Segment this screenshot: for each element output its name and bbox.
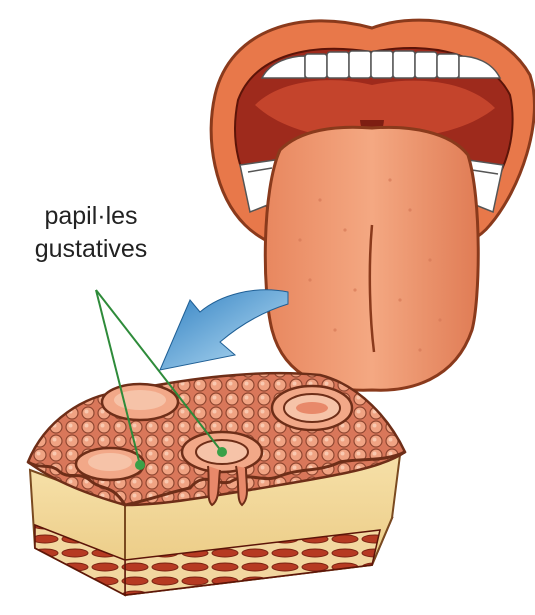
pointer-dot-1 [135, 460, 145, 470]
raised-papilla-4 [76, 448, 144, 480]
raised-papilla-1 [102, 384, 178, 420]
pointer-dot-2 [217, 447, 227, 457]
tongue-tissue-section [28, 373, 405, 595]
label-papilles-line2: gustatives [6, 234, 176, 264]
curved-arrow-icon [160, 290, 288, 370]
mouth-illustration [211, 20, 534, 390]
raised-papilla-2 [272, 386, 352, 430]
tongue [265, 127, 478, 390]
label-papilles-line1: papil·les [6, 201, 176, 231]
